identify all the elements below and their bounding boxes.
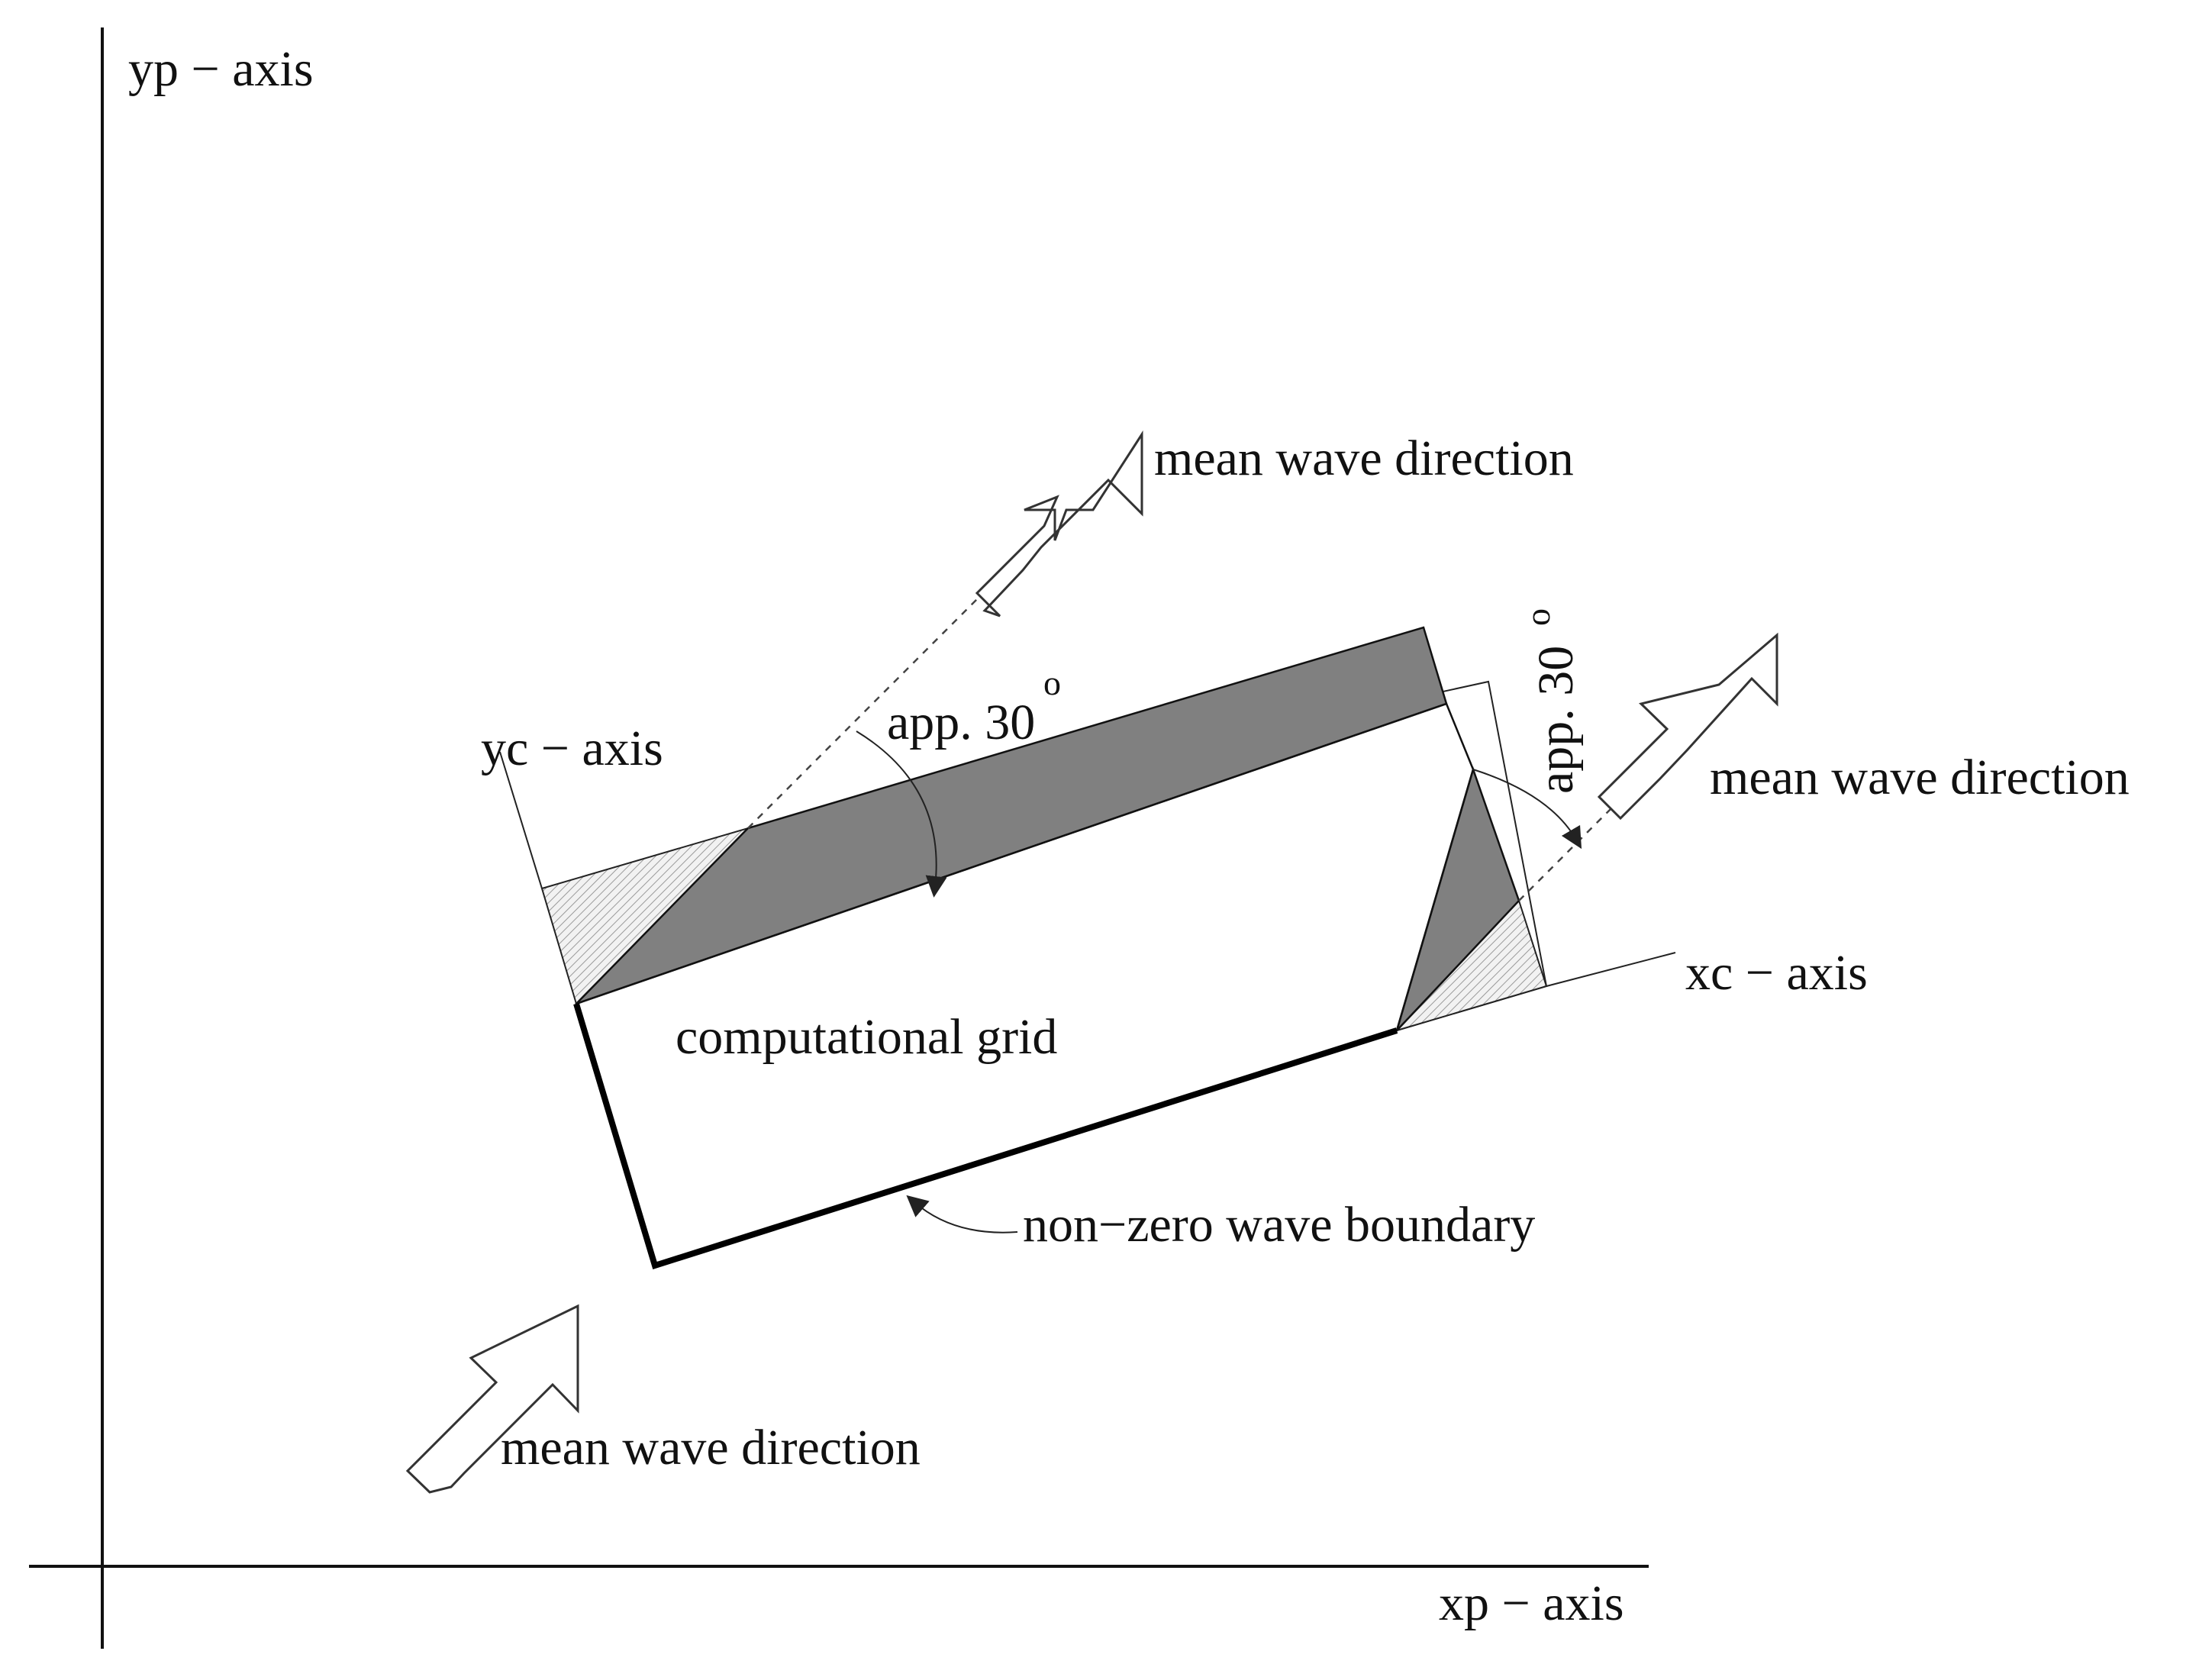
xp-axis-label: xp − axis	[1439, 1575, 1624, 1631]
yc-axis-label: yc − axis	[481, 721, 663, 776]
non-zero-boundary-label: non−zero wave boundary	[1023, 1197, 1535, 1253]
mean-wave-direction-label-bottom: mean wave direction	[501, 1420, 921, 1475]
xc-axis-label: xc − axis	[1685, 945, 1868, 1001]
angle-degree-top: o	[1043, 663, 1061, 702]
dashed-direction-top	[747, 591, 985, 829]
angle-arc-right	[1472, 769, 1582, 850]
computational-grid-label: computational grid	[676, 1009, 1057, 1065]
wave-direction-arrow-bottom	[405, 1304, 579, 1494]
angle-label-top: app. 30	[887, 695, 1035, 750]
mean-wave-direction-label-right: mean wave direction	[1710, 750, 2130, 805]
boundary-leader-line	[906, 1195, 1018, 1233]
xc-axis-line	[1546, 952, 1676, 987]
wave-direction-arrow-right	[1597, 632, 1778, 821]
angle-label-right: app. 30	[1528, 646, 1584, 794]
yc-axis-line	[499, 751, 543, 889]
dashed-direction-right	[1518, 793, 1627, 901]
wave-direction-arrow-top	[975, 430, 1143, 618]
yp-axis-label: yp − axis	[128, 41, 314, 97]
angle-arc-top	[856, 730, 947, 898]
mean-wave-direction-label-top: mean wave direction	[1154, 431, 1574, 486]
shaded-region-top	[576, 626, 1448, 1005]
angle-label-right-group: app. 30	[1528, 646, 1584, 794]
non-zero-boundary-edge	[573, 1002, 1398, 1270]
angle-degree-right: o	[1518, 608, 1557, 626]
